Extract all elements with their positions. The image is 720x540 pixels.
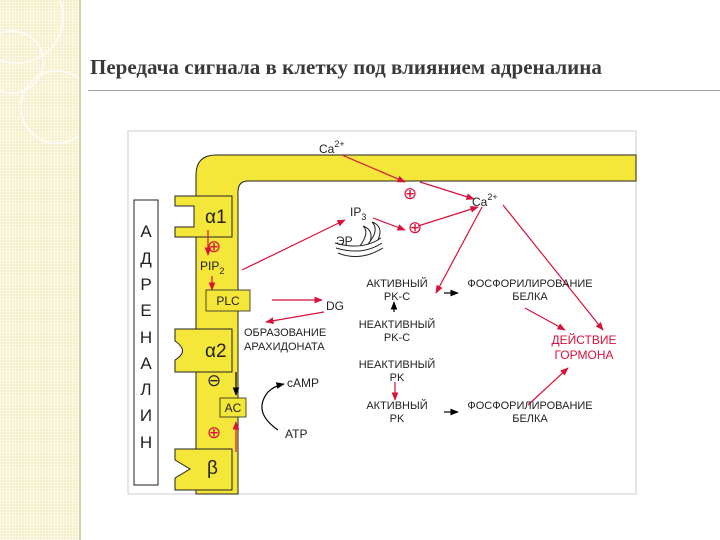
er-icon [334, 221, 384, 258]
phospho-bottom-label: БЕЛКА [512, 413, 548, 425]
active-pkc-label: PK-C [384, 291, 410, 303]
decorative-divider [79, 0, 81, 540]
plus-icon: ⊕ [207, 237, 221, 256]
decorative-circle [20, 70, 94, 144]
camp-label: cAMP [287, 376, 319, 390]
arrow-dg-to-arachidonate [265, 311, 325, 325]
adrenaline-letter: А [140, 354, 152, 373]
alpha2-receptor [174, 328, 233, 373]
inactive-pk-label: НЕАКТИВНЫЙ [359, 358, 436, 371]
alpha1-label: α1 [205, 207, 227, 228]
ca-top-label: Ca2+ [319, 139, 345, 156]
ac-label: AC [225, 401, 242, 415]
arrow-ca-in [341, 154, 406, 183]
ac-box [219, 397, 247, 418]
red-arrows [204, 154, 604, 452]
arrow-ca-to-effect [502, 204, 604, 331]
beta-label: β [207, 458, 218, 479]
inactive-pkc-label: PK-C [384, 332, 410, 344]
phospho-top-label: БЕЛКА [512, 291, 548, 303]
alpha2-label: α2 [205, 341, 227, 362]
adrenaline-letter: Н [140, 433, 152, 452]
adrenaline-letter: Д [140, 249, 152, 268]
phospho-top-label: ФОСФОРИЛИРОВАНИЕ [467, 278, 592, 290]
er-label: ЭР [336, 234, 353, 248]
plus-icon: ⊕ [403, 184, 417, 203]
arachidonate-label: АРАХИДОНАТА [244, 341, 325, 353]
plc-label: PLC [216, 294, 240, 308]
slide-title: Передача сигнала в клетку под влиянием а… [90, 55, 602, 79]
inactive-pk-label: PK [390, 372, 405, 384]
adrenaline-letters: А Д Р Е Н А Л И Н [140, 222, 152, 452]
adrenaline-letter: Е [140, 301, 151, 320]
title-rule [88, 90, 720, 91]
ca-right-label: Ca2+ [472, 192, 498, 209]
minus-icon: ⊖ [207, 371, 221, 390]
alpha1-receptor [174, 195, 233, 238]
arachidonate-label: ОБРАЗОВАНИЕ [244, 327, 326, 339]
arrow-ca-to-ca [419, 181, 475, 200]
cell-membrane [195, 154, 637, 495]
active-pk-label: АКТИВНЫЙ [366, 399, 427, 412]
arrow-ip3-to-er [372, 217, 406, 231]
arrow-atp-to-camp [261, 382, 285, 431]
arrow-ca-to-phospho [435, 206, 483, 294]
ip3-label: IP3 [350, 205, 366, 222]
active-pk-label: PK [390, 413, 405, 425]
adrenaline-letter: Н [140, 328, 152, 347]
plc-box [205, 289, 251, 312]
adrenaline-letter: Л [140, 380, 151, 399]
decorative-side-band [0, 0, 94, 540]
beta-receptor [174, 448, 233, 491]
active-pkc-label: АКТИВНЫЙ [366, 277, 427, 290]
adrenaline-letter: Р [140, 275, 151, 294]
hormone-effect-label: ГОРМОНА [554, 348, 613, 362]
pip2-label: PIP2 [200, 259, 224, 276]
black-arrows [232, 289, 459, 431]
arrow-phospho-to-effect [524, 307, 566, 331]
adrenaline-letter: И [140, 406, 152, 425]
arrow-phospho-bottom-to-effect [527, 367, 569, 406]
plus-icon: ⊕ [207, 423, 221, 442]
phospho-bottom-label: ФОСФОРИЛИРОВАНИЕ [467, 400, 592, 412]
hormone-effect-label: ДЕЙСТВИЕ [552, 332, 617, 347]
plus-icon: ⊕ [408, 218, 422, 237]
arrow-er-to-ca [417, 206, 479, 227]
dg-label: DG [326, 299, 344, 313]
adrenaline-letter: А [140, 222, 152, 241]
inactive-pkc-label: НЕАКТИВНЫЙ [359, 318, 436, 331]
arrow-to-ip3 [241, 219, 346, 271]
atp-label: ATP [285, 427, 307, 441]
adrenaline-box [133, 199, 159, 486]
